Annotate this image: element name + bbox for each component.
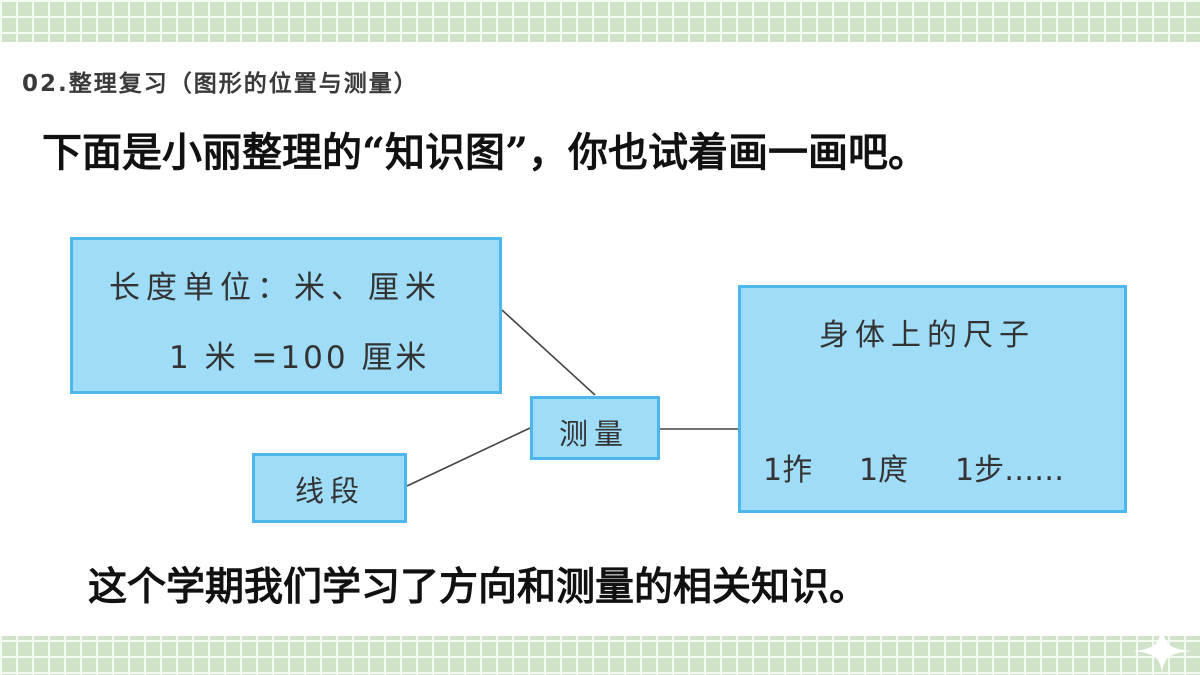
connector-segment-measure — [406, 427, 531, 487]
summary-text: 这个学期我们学习了方向和测量的相关知识。 — [88, 564, 869, 610]
body-ruler-item: 1庹 — [859, 453, 909, 488]
section-title: 02.整理复习（图形的位置与测量） — [22, 71, 419, 97]
measure-box: 测量 — [530, 396, 660, 460]
body-ruler-box: 身体上的尺子 1拃 1庹 1步…… — [738, 285, 1127, 513]
segment-box: 线段 — [252, 453, 407, 523]
meter-conversion-text: 1 米 =100 厘米 — [169, 340, 430, 376]
measure-label: 测量 — [559, 417, 630, 451]
body-ruler-item: 1拃 — [763, 453, 813, 488]
segment-label: 线段 — [295, 474, 366, 508]
body-ruler-item: 1步…… — [955, 453, 1065, 488]
length-units-text: 长度单位：米、厘米 — [109, 270, 442, 306]
sparkle-decoration-icon — [1132, 625, 1192, 673]
connector-units-measure — [501, 309, 596, 396]
length-units-box: 长度单位：米、厘米 1 米 =100 厘米 — [70, 237, 502, 394]
headline: 下面是小丽整理的“知识图”，你也试着画一画吧。 — [42, 129, 929, 176]
body-ruler-title: 身体上的尺子 — [819, 318, 1035, 353]
